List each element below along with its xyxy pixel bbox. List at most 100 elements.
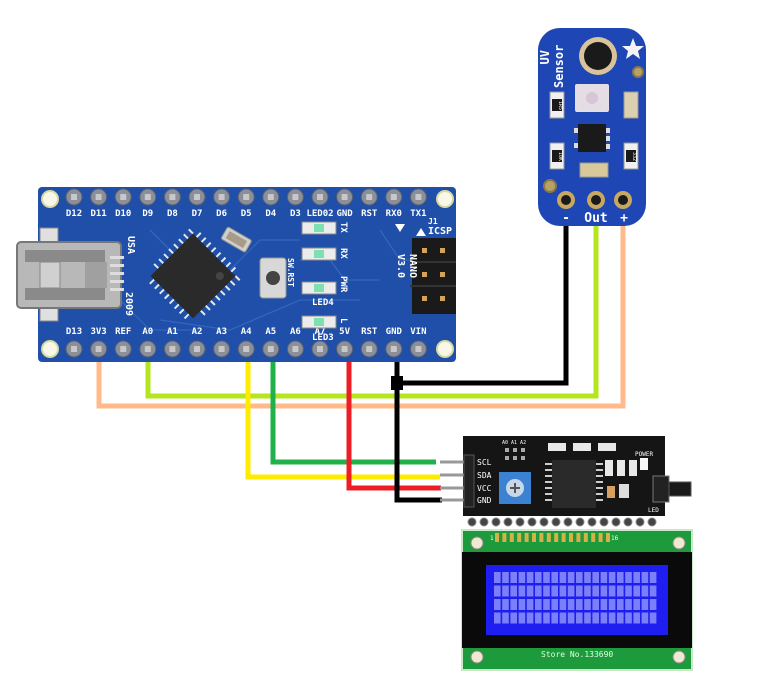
nano-pin-vin[interactable]: VIN bbox=[409, 327, 427, 358]
nano-pin-d8[interactable]: D8 bbox=[163, 188, 181, 219]
wires bbox=[96, 222, 626, 503]
nano-label-j1: J1 bbox=[428, 217, 438, 226]
nano-label-l: L bbox=[338, 318, 348, 324]
nano-pin-gnd[interactable]: GND bbox=[385, 327, 403, 358]
nano-pin-label: A1 bbox=[167, 327, 178, 337]
led-jumper[interactable] bbox=[652, 475, 670, 503]
crystal bbox=[220, 226, 252, 253]
nano-pin-a5[interactable]: A5 bbox=[262, 327, 280, 358]
chip-leg bbox=[225, 261, 232, 268]
nano-pin-a0[interactable]: A0 bbox=[139, 327, 157, 358]
lcd-char-cell bbox=[567, 599, 575, 610]
chip-leg bbox=[209, 300, 216, 306]
nano-pin-a4[interactable]: A4 bbox=[237, 327, 255, 358]
nano-pin-led02[interactable]: LED02 bbox=[306, 188, 334, 219]
triangle-marker bbox=[395, 224, 405, 232]
nano-pin-label: D5 bbox=[241, 209, 252, 219]
nano-pin-ref[interactable]: REF bbox=[114, 327, 132, 358]
lcd-char-cell bbox=[608, 572, 616, 583]
backpack-pin bbox=[647, 517, 657, 527]
nano-pin-d12[interactable]: D12 bbox=[65, 188, 83, 219]
uv-sensor: UV Sensor 1R5 10K 332 - Out + bbox=[538, 28, 646, 226]
nano-pin-rst[interactable]: RST bbox=[360, 188, 378, 219]
backpack-pin bbox=[491, 517, 501, 527]
lcd-char-cell bbox=[535, 572, 542, 583]
nano-pin-rx0[interactable]: RX0 bbox=[385, 188, 403, 219]
nano-pin-d5[interactable]: D5 bbox=[237, 188, 255, 219]
backpack-pin bbox=[599, 517, 609, 527]
backpack-pin-scl: SCL bbox=[477, 458, 492, 467]
lcd-char-cell bbox=[584, 585, 591, 597]
nano-pin-a6[interactable]: A6 bbox=[286, 327, 304, 358]
nano-pin-a1[interactable]: A1 bbox=[163, 327, 181, 358]
lcd-pad bbox=[554, 533, 559, 542]
lcd-char-cell bbox=[576, 599, 583, 610]
chip-leg bbox=[205, 304, 211, 311]
lcd-char-cell bbox=[567, 585, 575, 597]
nano-pin-a2[interactable]: A2 bbox=[188, 327, 206, 358]
lcd-char-cell bbox=[608, 612, 616, 624]
nano-pin-d4[interactable]: D4 bbox=[262, 188, 280, 219]
nano-pin-label: A7 bbox=[315, 327, 326, 337]
nano-pin-label: REF bbox=[115, 327, 131, 337]
chip-leg bbox=[153, 263, 160, 269]
backpack-label-led: LED bbox=[648, 507, 659, 514]
wire-uv-gnd-to-gnd bbox=[397, 222, 569, 386]
nano-pin-a7[interactable]: A7 bbox=[311, 327, 329, 358]
led-rx bbox=[301, 247, 337, 261]
nano-pin-d11[interactable]: D11 bbox=[90, 188, 108, 219]
lcd-char-cell bbox=[535, 599, 542, 610]
nano-pin-d13[interactable]: D13 bbox=[65, 327, 83, 358]
chip-leg bbox=[173, 303, 180, 310]
uv-label-line1: UV bbox=[538, 50, 552, 64]
lcd-mount-hole bbox=[672, 650, 686, 664]
lcd-char-cell bbox=[584, 612, 591, 624]
lcd-char-cell bbox=[543, 585, 550, 597]
chip-leg bbox=[200, 309, 206, 316]
lcd-char-cell bbox=[510, 599, 517, 610]
lcd-char-cell bbox=[649, 572, 657, 583]
chip-leg bbox=[215, 251, 222, 258]
nano-pin-label: D10 bbox=[115, 209, 131, 219]
nano-pin-rst[interactable]: RST bbox=[360, 327, 378, 358]
uv-amplifier-chip bbox=[578, 124, 606, 152]
nano-pin-label: D12 bbox=[66, 209, 82, 219]
chip-leg bbox=[214, 295, 221, 301]
reset-button[interactable] bbox=[259, 257, 287, 299]
nano-pin-d7[interactable]: D7 bbox=[188, 188, 206, 219]
nano-pin-d9[interactable]: D9 bbox=[139, 188, 157, 219]
lcd-char-cell bbox=[567, 572, 575, 583]
star-icon bbox=[622, 38, 644, 59]
lcd-char-cell bbox=[526, 612, 534, 624]
lcd-char-cell bbox=[633, 599, 640, 610]
nano-pin-d3[interactable]: D3 bbox=[286, 188, 304, 219]
nano-pin-5v[interactable]: 5V bbox=[336, 327, 354, 358]
nano-pin-d10[interactable]: D10 bbox=[114, 188, 132, 219]
nano-pin-3v3[interactable]: 3V3 bbox=[90, 327, 108, 358]
lcd-pin-last: 16 bbox=[611, 535, 619, 542]
lcd-mount-hole bbox=[672, 536, 686, 550]
backpack-pin-sda: SDA bbox=[477, 471, 492, 480]
chip-leg bbox=[158, 258, 165, 264]
mount-hole bbox=[436, 190, 454, 208]
lcd-char-cell bbox=[551, 572, 558, 583]
lcd-pad bbox=[532, 533, 536, 542]
lcd-char-cell bbox=[551, 585, 558, 597]
nano-pin-tx1[interactable]: TX1 bbox=[409, 188, 427, 219]
chip-leg bbox=[229, 280, 236, 286]
backpack-pin bbox=[587, 517, 597, 527]
chip-leg bbox=[183, 313, 190, 320]
lcd-char-cell bbox=[502, 572, 509, 583]
nano-pin-gnd[interactable]: GND bbox=[336, 188, 353, 219]
nano-label-icsp: ICSP bbox=[428, 226, 452, 237]
nano-pin-a3[interactable]: A3 bbox=[213, 327, 231, 358]
chip-leg bbox=[149, 278, 155, 285]
uv-label-line2: Sensor bbox=[552, 45, 566, 88]
icsp-header bbox=[410, 238, 456, 314]
nano-pin-d6[interactable]: D6 bbox=[213, 188, 231, 219]
lcd-char-cell bbox=[625, 612, 632, 624]
